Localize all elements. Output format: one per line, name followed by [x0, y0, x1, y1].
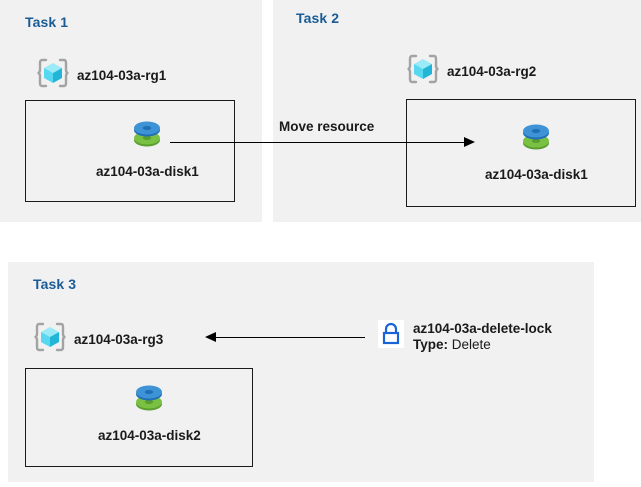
- panel-task-1: [0, 0, 262, 222]
- resource-group-row-2: az104-03a-rg2: [406, 52, 536, 91]
- resource-box-task-3: az104-03a-disk2: [25, 368, 253, 467]
- panel-task-2: [273, 0, 641, 222]
- disk-label-3: az104-03a-disk2: [98, 428, 201, 443]
- delete-lock-type-value: Delete: [451, 337, 491, 352]
- resource-group-label-3: az104-03a-rg3: [74, 332, 164, 347]
- panel-task-3: [8, 262, 594, 482]
- padlock-icon: [378, 320, 404, 348]
- resource-group-row-3: az104-03a-rg3: [33, 320, 163, 359]
- panel-title-task-3: Task 3: [33, 276, 77, 292]
- move-resource-connector-line: [170, 142, 466, 143]
- managed-disk-icon: [517, 118, 555, 161]
- move-resource-caption: Move resource: [279, 119, 375, 134]
- delete-lock-connector-line: [215, 337, 365, 338]
- resource-group-row-1: az104-03a-rg1: [36, 56, 166, 95]
- disk-label-1: az104-03a-disk1: [96, 164, 199, 179]
- panel-title-task-2: Task 2: [296, 10, 340, 26]
- delete-lock-type-key: Type:: [413, 337, 449, 352]
- resource-group-label-2: az104-03a-rg2: [447, 64, 537, 79]
- delete-lock-type-row: Type: Delete: [413, 337, 552, 353]
- delete-lock-annotation: az104-03a-delete-lock Type: Delete: [378, 320, 552, 353]
- managed-disk-icon: [130, 379, 168, 422]
- move-resource-arrow-head-icon: [464, 137, 475, 147]
- resource-box-task-2: az104-03a-disk1: [406, 99, 636, 207]
- disk-label-2: az104-03a-disk1: [485, 167, 588, 182]
- delete-lock-name: az104-03a-delete-lock: [413, 321, 552, 336]
- disk-item-1: az104-03a-disk1: [96, 115, 199, 179]
- managed-disk-icon: [128, 115, 166, 158]
- resource-box-task-1: az104-03a-disk1: [25, 100, 235, 202]
- delete-lock-text-block: az104-03a-delete-lock Type: Delete: [413, 320, 552, 353]
- resource-group-cube-icon: [33, 320, 67, 359]
- disk-item-3: az104-03a-disk2: [98, 379, 201, 443]
- resource-group-cube-icon: [36, 56, 70, 95]
- resource-group-cube-icon: [406, 52, 440, 91]
- panel-title-task-1: Task 1: [25, 14, 69, 30]
- disk-item-2: az104-03a-disk1: [485, 118, 588, 182]
- delete-lock-arrow-head-icon: [205, 332, 216, 342]
- resource-group-label-1: az104-03a-rg1: [77, 68, 167, 83]
